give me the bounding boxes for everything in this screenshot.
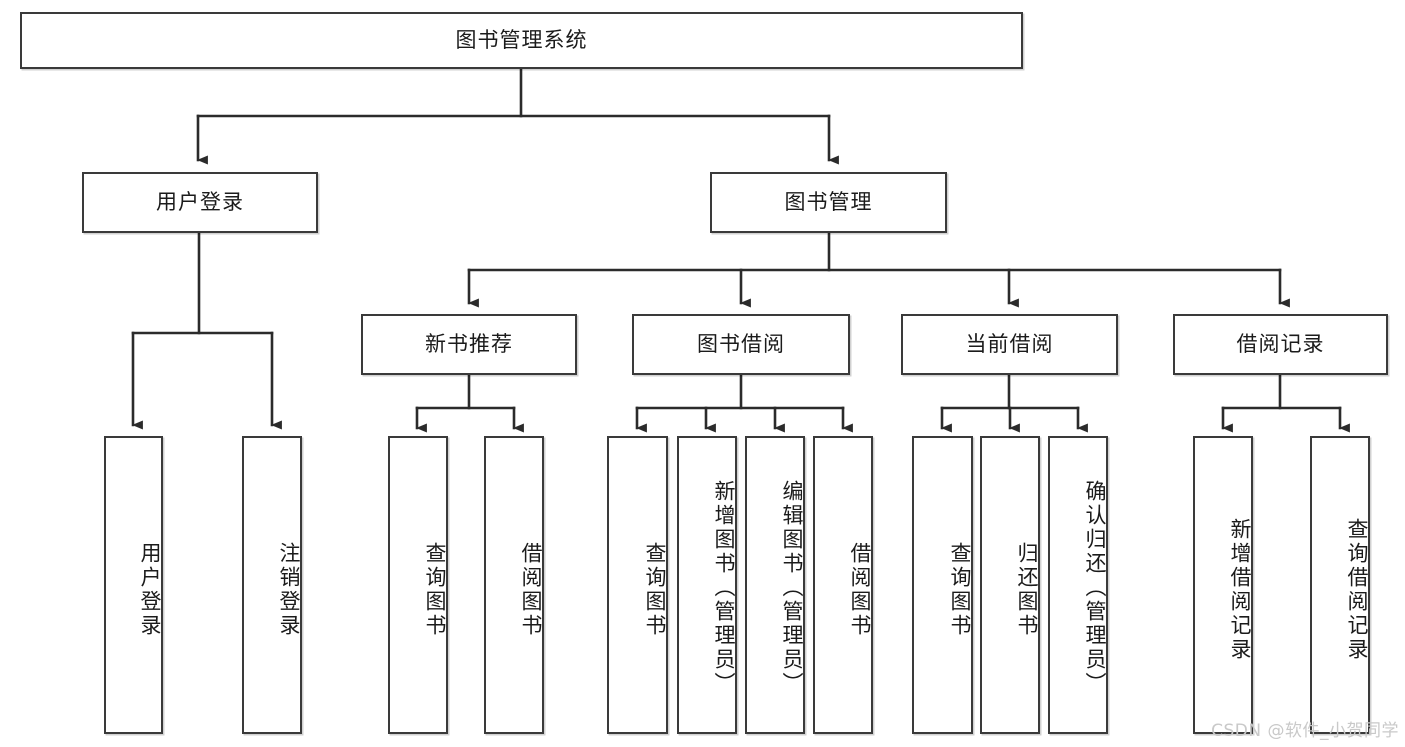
node-new-book-recommend[interactable]: 新书推荐 <box>361 314 577 375</box>
leaf-book-borrow-edit-admin[interactable]: 编辑图书（管理员） <box>745 436 805 734</box>
node-book-management[interactable]: 图书管理 <box>710 172 947 233</box>
node-current-borrow[interactable]: 当前借阅 <box>901 314 1118 375</box>
leaf-book-borrow-query[interactable]: 查询图书 <box>607 436 668 734</box>
node-user-login[interactable]: 用户登录 <box>82 172 318 233</box>
node-book-borrow[interactable]: 图书借阅 <box>632 314 850 375</box>
node-borrow-records[interactable]: 借阅记录 <box>1173 314 1388 375</box>
leaf-new-book-query[interactable]: 查询图书 <box>388 436 448 734</box>
leaf-book-borrow-borrow[interactable]: 借阅图书 <box>813 436 873 734</box>
leaf-current-borrow-return[interactable]: 归还图书 <box>980 436 1040 734</box>
leaf-current-borrow-query[interactable]: 查询图书 <box>912 436 973 734</box>
leaf-book-borrow-add-admin[interactable]: 新增图书（管理员） <box>677 436 737 734</box>
watermark-text: CSDN @软件_小贺同学 <box>1211 721 1399 741</box>
leaf-records-query[interactable]: 查询借阅记录 <box>1310 436 1370 734</box>
leaf-current-borrow-confirm-admin[interactable]: 确认归还（管理员） <box>1048 436 1108 734</box>
node-root-system[interactable]: 图书管理系统 <box>20 12 1023 69</box>
leaf-new-book-borrow[interactable]: 借阅图书 <box>484 436 544 734</box>
leaf-user-login-logout[interactable]: 注销登录 <box>242 436 302 734</box>
leaf-user-login-login[interactable]: 用户登录 <box>104 436 163 734</box>
leaf-records-add[interactable]: 新增借阅记录 <box>1193 436 1253 734</box>
